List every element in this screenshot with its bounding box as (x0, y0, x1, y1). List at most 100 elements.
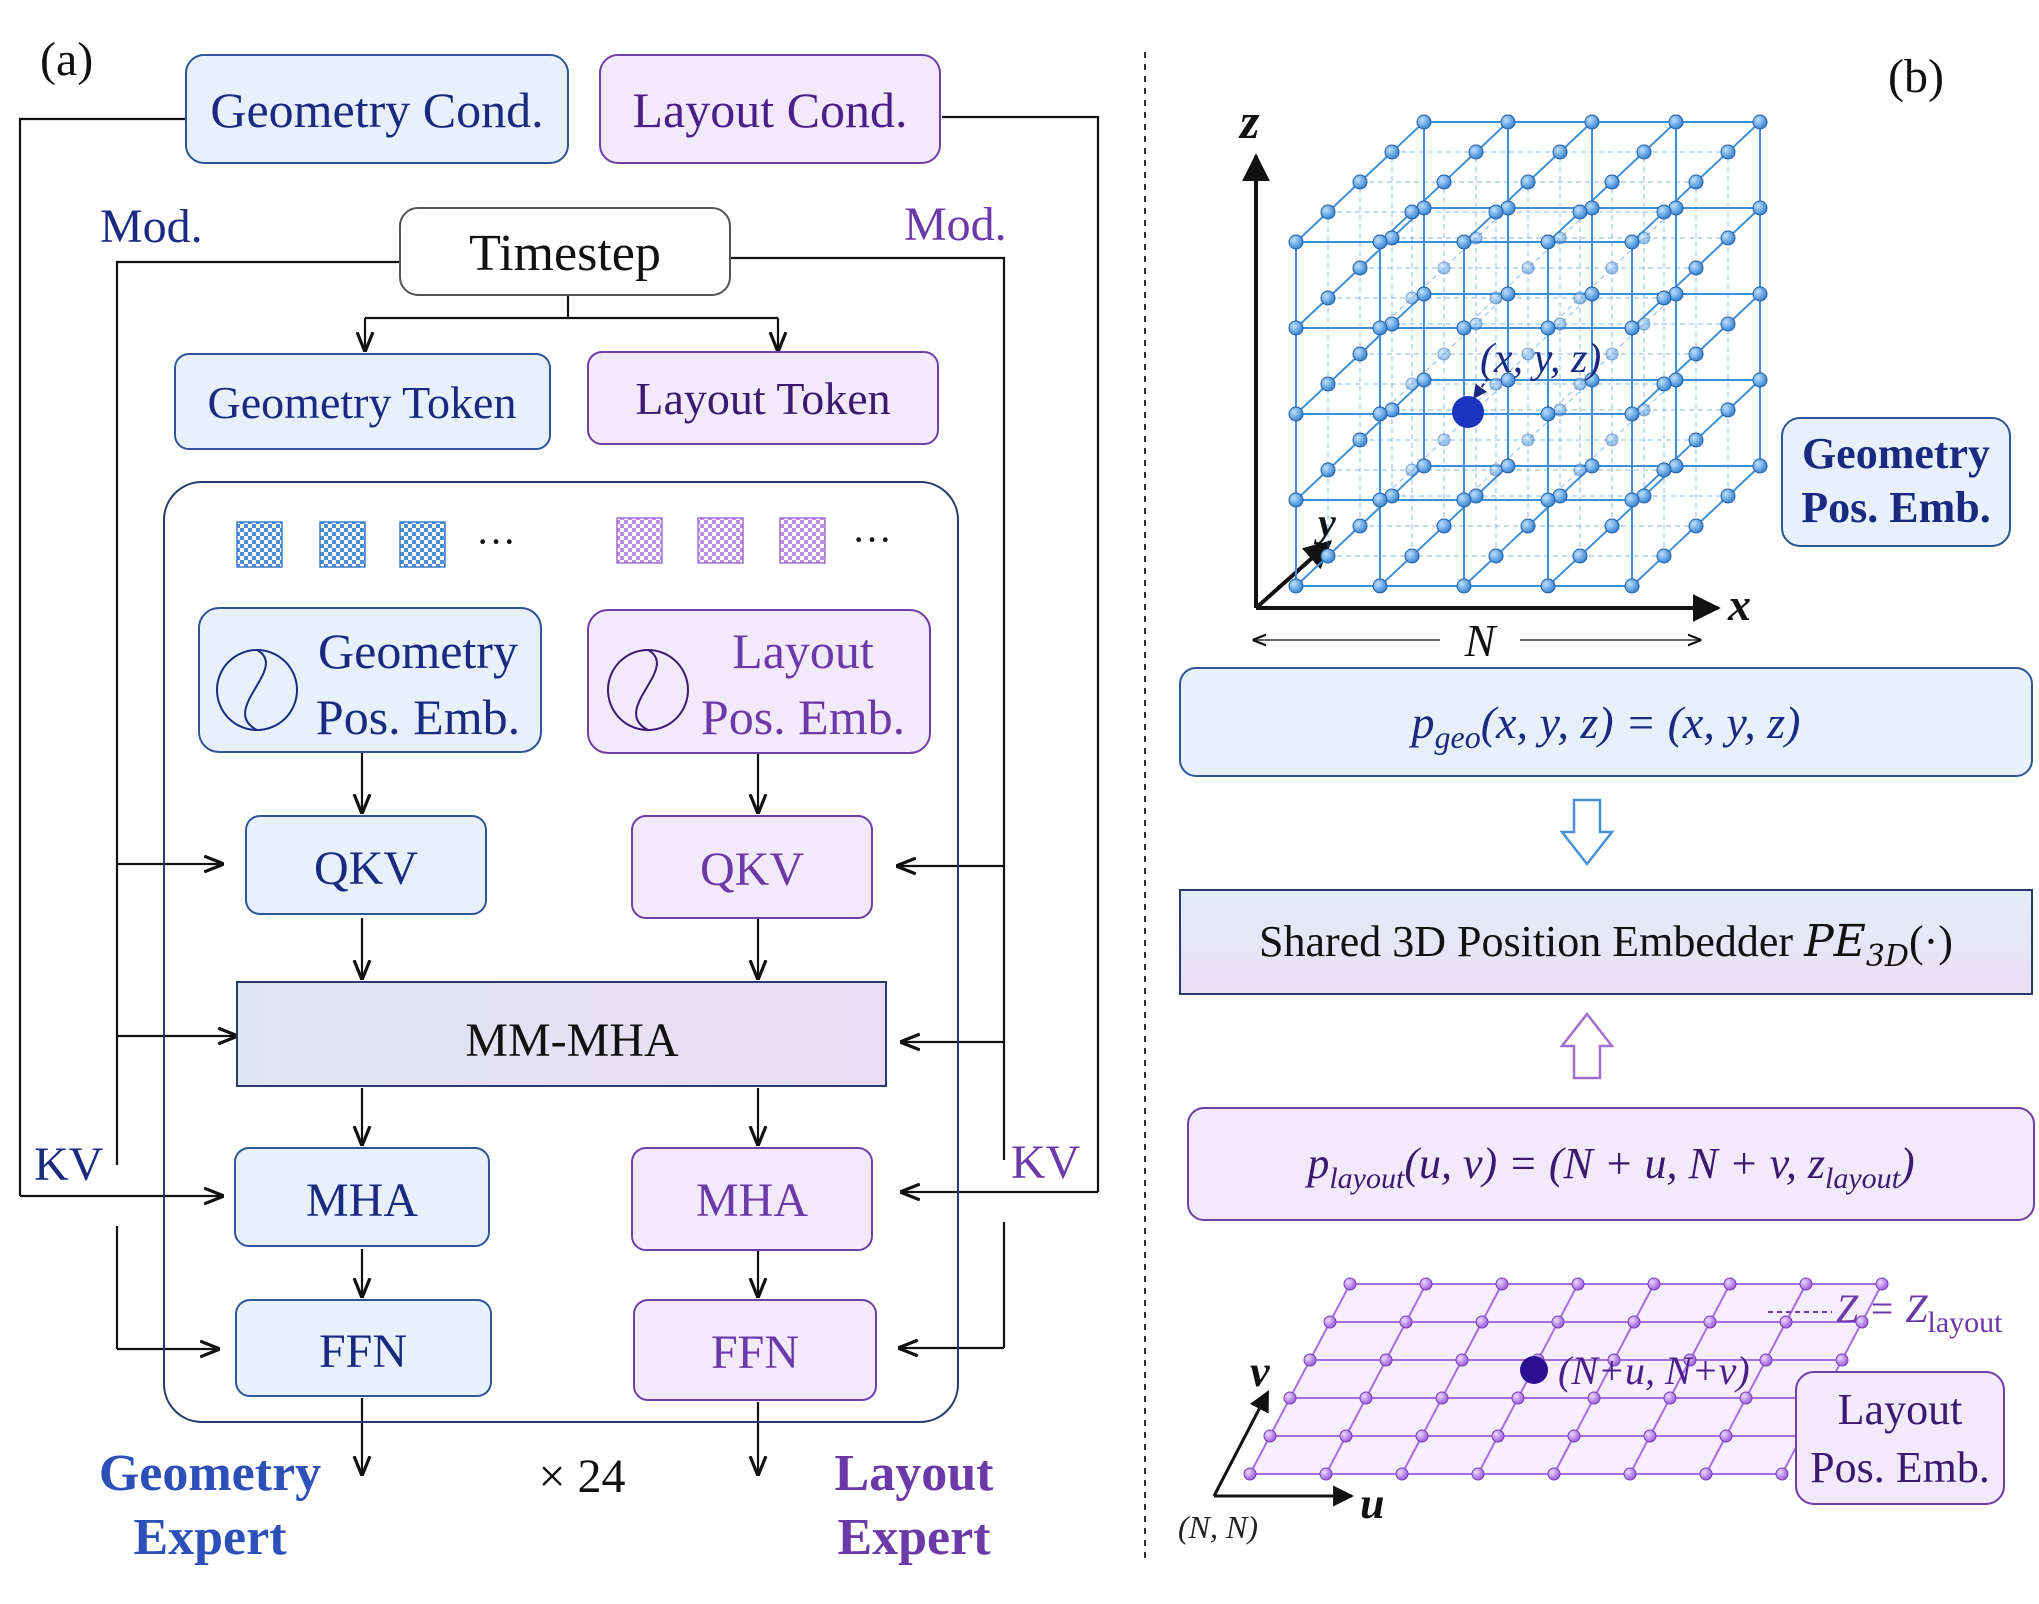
geometry-token-box (174, 353, 551, 450)
layout-pos-emb-box (587, 609, 931, 754)
xyz-axes (1242, 153, 1721, 622)
lattice-node (1752, 458, 1768, 474)
lattice-node (1624, 406, 1640, 422)
panel-a: (a) (18, 33, 1100, 1566)
layout-plane-line (1705, 1283, 1807, 1475)
lattice-node (1540, 406, 1556, 422)
lattice-node (1288, 234, 1304, 250)
layout-token-squares (616, 517, 826, 564)
layout-pos-emb-side-line1: Layout (1838, 1385, 1963, 1434)
layout-plane-node (1511, 1391, 1525, 1405)
lattice-node (1372, 234, 1388, 250)
lattice-node (1540, 492, 1556, 508)
playout-rest: (u, v) = (N + u, N + v, z (1404, 1139, 1825, 1188)
hollow-down-arrow (1559, 798, 1615, 867)
panel-b-label: (b) (1888, 50, 1944, 103)
lattice-node (1521, 433, 1535, 447)
lattice-node (1352, 346, 1368, 362)
lattice-node (1553, 403, 1567, 417)
layout-plane-node (1323, 1315, 1337, 1329)
geometry-pos-emb-line1: Geometry (318, 623, 518, 679)
lattice-node (1521, 347, 1535, 361)
axis-n-label: N (1464, 615, 1498, 666)
lattice-node (1405, 377, 1419, 391)
layout-pos-emb-line1: Layout (732, 623, 874, 679)
lattice-node (1624, 492, 1640, 508)
lattice-node (1416, 458, 1432, 474)
lattice-node (1720, 230, 1736, 246)
layout-plane-line (1401, 1283, 1503, 1475)
layout-plane-node (1395, 1467, 1409, 1481)
layout-plane-line (1325, 1283, 1427, 1475)
lattice-node (1500, 458, 1516, 474)
layout-token-square (616, 517, 663, 564)
mha-box-layout (631, 1147, 873, 1251)
lattice-node (1572, 204, 1588, 220)
geometry-cond-label: Geometry Cond. (210, 82, 543, 138)
layout-plane-node (1799, 1277, 1813, 1291)
layout-plane-node (1723, 1277, 1737, 1291)
qkv-box-geometry (245, 815, 487, 915)
axis-x-label: x (1727, 579, 1751, 630)
lattice-node (1553, 317, 1567, 331)
ellipsis-right: ··· (852, 517, 892, 562)
geometry-pos-emb-line2: Pos. Emb. (316, 689, 520, 745)
pgeo-symbol: p (1409, 697, 1435, 748)
geometry-token-squares (236, 521, 446, 568)
lattice-node (1320, 204, 1336, 220)
lattice-node (1372, 320, 1388, 336)
layout-plane-node (1415, 1429, 1429, 1443)
lattice-node (1288, 492, 1304, 508)
lattice-node (1489, 377, 1503, 391)
lattice-node (1372, 492, 1388, 508)
layout-plane-node (1343, 1277, 1357, 1291)
origin-label: (N, N) (1178, 1509, 1258, 1545)
layout-plane-node (1379, 1353, 1393, 1367)
lattice-node (1656, 376, 1672, 392)
panel-a-label: (a) (40, 33, 93, 86)
lattice-node (1520, 174, 1536, 190)
layout-plane-node (1779, 1315, 1793, 1329)
lattice-node (1605, 347, 1619, 361)
layout-plane-node (1719, 1429, 1733, 1443)
lattice-node (1540, 578, 1556, 594)
lattice-node (1637, 403, 1651, 417)
lattice-node (1405, 463, 1419, 477)
ffn-label-layout: FFN (711, 1326, 799, 1379)
lattice-node (1437, 347, 1451, 361)
lattice-node (1572, 548, 1588, 564)
rope-icon (216, 649, 298, 731)
timestep-box (399, 207, 731, 296)
lattice-node (1656, 290, 1672, 306)
layout-query-point (1520, 1356, 1548, 1384)
timestep-label: Timestep (469, 225, 661, 282)
mha-label-layout: MHA (696, 1174, 808, 1227)
lattice-node (1405, 291, 1419, 305)
kv-label-right: KV (1011, 1136, 1081, 1189)
plane-z-subscript: layout (1927, 1306, 2003, 1339)
layout-plane-node (1471, 1467, 1485, 1481)
layout-token-square (779, 517, 826, 564)
lattice-edge (1379, 207, 1509, 329)
layout-plane-node (1607, 1353, 1621, 1367)
hollow-up-arrow (1559, 1011, 1615, 1080)
layout-plane-node (1571, 1277, 1585, 1291)
geometry-pos-emb-side-box (1781, 417, 2011, 547)
layout-plane-node (1759, 1353, 1773, 1367)
a-connectors (18, 115, 1100, 1474)
lattice-node (1437, 261, 1451, 275)
pgeo-formula: pgeo(x, y, z) = (x, y, z) (1409, 697, 1801, 755)
lattice-node (1372, 406, 1388, 422)
layout-plane-node (1683, 1353, 1697, 1367)
lattice-edge (1463, 207, 1593, 329)
lattice-node (1468, 144, 1484, 160)
lattice-node (1540, 320, 1556, 336)
lattice-node (1320, 462, 1336, 478)
expert-block-container (163, 481, 959, 1423)
lattice-node (1436, 174, 1452, 190)
lattice-node (1637, 231, 1651, 245)
layout-plane-node (1699, 1467, 1713, 1481)
lattice-node (1320, 376, 1336, 392)
lattice-edge (1547, 207, 1677, 329)
